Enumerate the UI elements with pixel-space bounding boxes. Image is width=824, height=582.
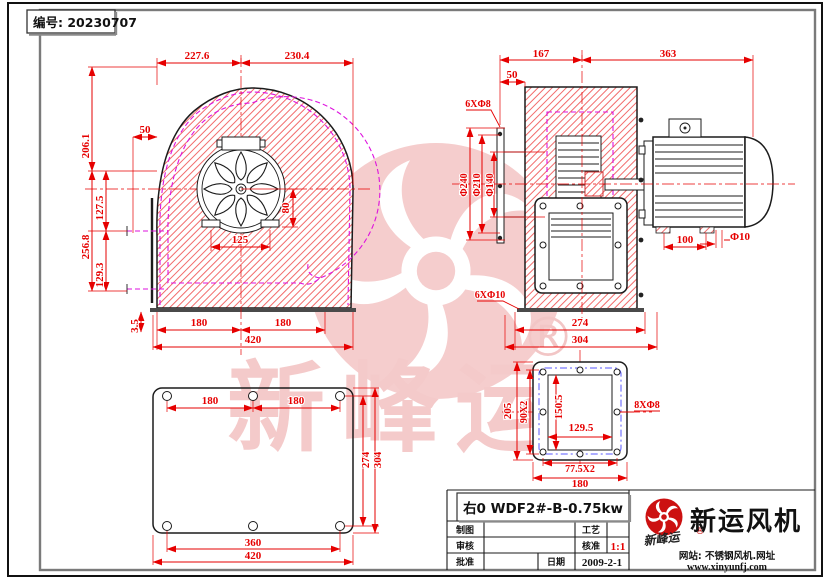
volute-cavity — [167, 96, 381, 285]
brand-script: 新峰运 — [643, 530, 682, 549]
dim-side-inlet-bcd: Φ210 — [472, 173, 483, 196]
dim-front-plate-thickness: 3.5 — [129, 319, 141, 333]
brand-registered-icon: ® — [695, 526, 705, 537]
dim-side-motor-extent: 363 — [660, 48, 677, 60]
dim-front-inlet-offset: 50 — [140, 124, 152, 136]
impeller-foot-right — [260, 219, 280, 228]
dim-flange-bolt-cols: 77.5X2 — [565, 464, 595, 475]
dim-side-housing-width: 167 — [533, 48, 550, 60]
dim-base-plate-depth: 304 — [372, 451, 384, 468]
dim-front-overall-width: 420 — [245, 334, 262, 346]
dim-front-top-right: 230.4 — [285, 50, 310, 62]
drafter-label: 制图 — [456, 524, 474, 536]
side-view-dimensions: 167 363 50 6XΦ8 Φ240 Φ210 Φ140 100 Φ10 6… — [458, 47, 754, 351]
watermark-text: 新峰运 — [227, 352, 569, 466]
dim-base-hole-cols: 360 — [245, 537, 262, 549]
motor — [638, 118, 774, 234]
dim-base-hole-right: 180 — [288, 395, 305, 407]
dim-flange-opening-width: 129.5 — [569, 422, 594, 434]
flange-view-dimensions: 205 90X2 150.5 129.5 8XΦ8 77.5X2 180 — [501, 361, 661, 491]
dim-flange-bolt-rows: 90X2 — [519, 401, 530, 423]
dim-side-base-outer: 304 — [572, 334, 589, 346]
doc-number-text: 编号: 20230707 — [33, 15, 137, 30]
dim-front-total-height: 256.8 — [80, 234, 92, 259]
brand-area: 新峰运 ® 新运风机 网站: 不锈钢风机.网址 www.xinyunfj.com — [643, 499, 802, 573]
base-plate-side — [517, 308, 644, 312]
date-label: 日期 — [547, 556, 565, 568]
drawing-title: 右0 WDF2#-B-0.75kw — [463, 500, 623, 517]
dim-side-inlet-id: Φ140 — [485, 173, 496, 196]
side-view: 167 363 50 6XΦ8 Φ240 Φ210 Φ140 100 Φ10 6… — [452, 47, 795, 351]
dim-side-inlet-depth: 50 — [507, 69, 519, 81]
title-block: 右0 WDF2#-B-0.75kw 制图 审核 批准 工艺 核准 1:1 日期 … — [446, 489, 815, 573]
dim-flange-width: 180 — [572, 478, 589, 490]
dim-front-foot-span: 125 — [232, 234, 249, 246]
check-label: 核准 — [582, 540, 600, 552]
dim-flange-holes: 8XΦ8 — [634, 400, 660, 411]
motor-foot-left — [655, 226, 671, 234]
base-view-dimensions: 180 180 274 304 360 420 — [152, 387, 385, 566]
dim-base-hole-rows: 274 — [360, 451, 372, 468]
dim-front-top-left: 227.6 — [185, 50, 210, 62]
dim-base-plate-width: 420 — [245, 550, 262, 562]
dim-flange-height: 205 — [502, 402, 514, 419]
motor-end-cap — [744, 136, 774, 228]
date-value: 2009-2-1 — [582, 557, 622, 569]
base-plate-view: 180 180 274 304 360 420 — [152, 387, 385, 566]
dim-front-bottom-left: 180 — [191, 317, 208, 329]
outlet-flange-view: 205 90X2 150.5 129.5 8XΦ8 77.5X2 180 — [501, 350, 661, 491]
dim-side-motor-foot-hole: Φ10 — [730, 231, 751, 243]
watermark-registered-icon: ® — [521, 306, 575, 369]
title-box: 右0 WDF2#-B-0.75kw — [456, 492, 632, 523]
base-plate-outline — [152, 387, 354, 534]
dim-flange-opening-height: 150.5 — [553, 394, 565, 419]
dim-base-hole-left: 180 — [202, 395, 219, 407]
impeller-foot-left — [201, 219, 221, 228]
approver-label: 批准 — [456, 556, 474, 568]
dim-side-base-holes: 6XΦ10 — [475, 290, 506, 301]
dim-front-height: 206.1 — [80, 134, 92, 159]
motor-foot-right — [699, 226, 715, 234]
dim-front-upper-half: 127.5 — [94, 195, 106, 220]
dim-side-inlet-holes: 6XΦ8 — [465, 99, 491, 110]
doc-number-box: 编号: 20230707 — [26, 9, 137, 36]
dim-front-bottom-right: 180 — [275, 317, 292, 329]
dim-front-lower-half: 129.3 — [94, 262, 106, 287]
process-label: 工艺 — [582, 524, 600, 536]
brand-name: 新运风机 — [690, 506, 802, 537]
base-plate-edge — [150, 308, 356, 312]
inner-border — [38, 8, 817, 572]
dim-front-blade-depth: 80 — [280, 202, 292, 214]
reviewer-label: 审核 — [456, 540, 474, 552]
inlet-collar — [221, 136, 261, 151]
sheet-frame: 编号: 20230707 — [7, 2, 823, 577]
dim-side-motor-foot-span: 100 — [677, 234, 694, 246]
outer-border — [7, 2, 823, 577]
scale-value: 1:1 — [611, 541, 626, 553]
brand-url: www.xinyunfj.com — [687, 562, 768, 573]
dim-side-base-inner: 274 — [572, 317, 589, 329]
dim-side-inlet-od: Φ240 — [459, 173, 470, 196]
outlet-flange-side — [534, 197, 628, 294]
front-view: 227.6 230.4 206.1 50 127.5 256.8 129.3 3… — [79, 49, 381, 355]
motor-body — [652, 136, 746, 228]
brand-website: 网站: 不锈钢风机.网址 — [679, 550, 776, 562]
front-view-dimensions: 227.6 230.4 206.1 50 127.5 256.8 129.3 3… — [79, 49, 354, 351]
